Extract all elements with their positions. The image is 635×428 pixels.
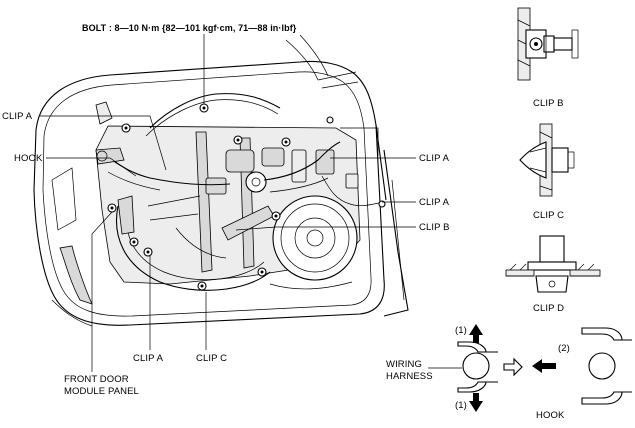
- clip-b-detail: [517, 7, 579, 81]
- clip-d-detail-caption: CLIP D: [533, 303, 565, 314]
- step-1-up-label: (1): [455, 325, 467, 336]
- step-1-down-label: (1): [455, 400, 467, 411]
- clip-b-label-right: CLIP B: [419, 222, 450, 233]
- clip-a-label-right-middle: CLIP A: [419, 197, 449, 208]
- clip-d-detail: [505, 235, 601, 293]
- clip-c-detail: [519, 123, 575, 197]
- hook-detail: [532, 327, 632, 405]
- leader-lines: [40, 34, 416, 372]
- wiring-harness-label-line1: WIRING: [386, 359, 422, 370]
- clip-a-label-top-left: CLIP A: [2, 111, 32, 122]
- arrow-up-icon: [469, 324, 483, 343]
- door-illustration: [33, 34, 409, 327]
- clip-a-label-bottom: CLIP A: [133, 353, 163, 364]
- clip-b-detail-caption: CLIP B: [533, 98, 564, 109]
- front-door-module-panel-label-line2: MODULE PANEL: [64, 386, 139, 397]
- wiring-harness-label-line2: HARNESS: [386, 371, 433, 382]
- wiring-harness-detail: [428, 324, 498, 412]
- clip-c-detail-caption: CLIP C: [533, 210, 565, 221]
- bolt-holes: [96, 103, 386, 291]
- clip-c-label-bottom: CLIP C: [196, 353, 228, 364]
- arrow-left-icon: [532, 359, 556, 373]
- front-door-module-panel-label-line1: FRONT DOOR: [64, 374, 129, 385]
- clip-a-label-right-upper: CLIP A: [419, 153, 449, 164]
- hook-detail-caption: HOOK: [536, 410, 565, 421]
- hook-label-left: HOOK: [14, 153, 43, 164]
- hollow-arrow-right-icon: [503, 357, 523, 377]
- step-2-label: (2): [558, 343, 570, 354]
- arrow-down-icon: [469, 393, 483, 412]
- bolt-spec-label: BOLT : 8—10 N·m {82—101 kgf·cm, 71—88 in…: [82, 23, 297, 33]
